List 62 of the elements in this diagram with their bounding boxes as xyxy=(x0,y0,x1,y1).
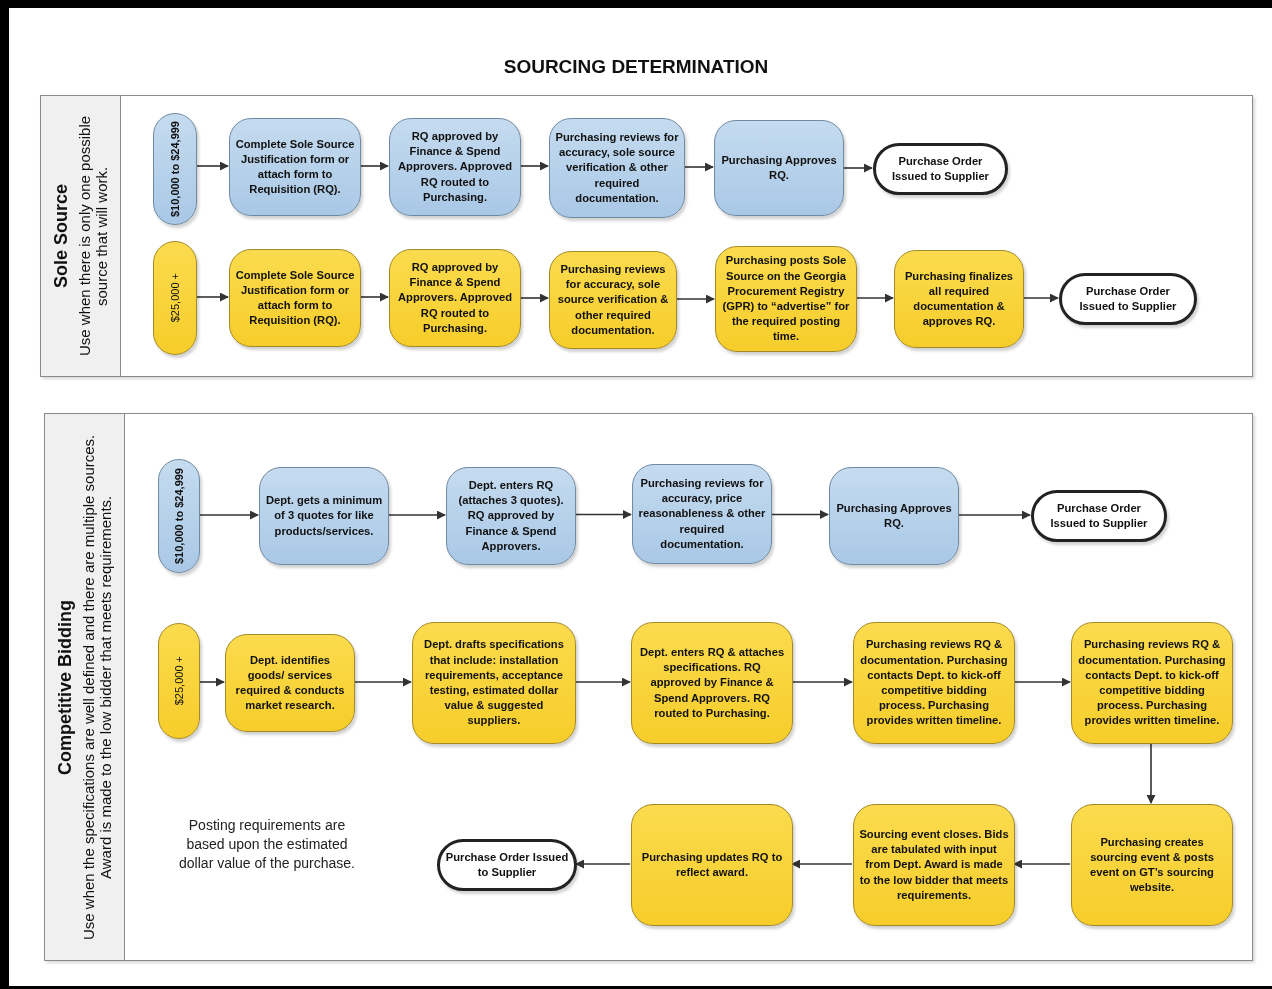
arrow xyxy=(195,292,229,302)
lane-title: Sole Source xyxy=(50,183,72,288)
range-pill: $25,000 + xyxy=(158,623,200,739)
arrow xyxy=(675,294,715,304)
arrow xyxy=(791,677,853,687)
arrow xyxy=(855,293,894,303)
arrow xyxy=(198,677,225,687)
lane-description: Use when there is only one possible source that will work. xyxy=(75,114,111,359)
process-box: Purchasing reviews for accuracy, price reasonableness & other required documentation. xyxy=(632,464,772,564)
arrow xyxy=(575,859,631,869)
terminator-box: Purchase Order Issued to Supplier xyxy=(873,143,1008,195)
arrow xyxy=(574,677,631,687)
process-box: Dept. enters RQ & attaches specifications. RQ approved by Finance & Spend Approvers. RQ routed to Purchasing. xyxy=(631,622,793,744)
arrow xyxy=(519,293,549,303)
process-box: Purchasing Approves RQ. xyxy=(829,467,959,565)
process-box: RQ approved by Finance & Spend Approvers. Approved RQ routed to Purchasing. xyxy=(389,249,521,347)
arrow xyxy=(387,510,446,520)
range-pill: $25,000 + xyxy=(153,241,197,355)
arrow xyxy=(842,163,873,173)
terminator-box: Purchase Order Issued to Supplier xyxy=(1031,490,1167,542)
diagram-title: SOURCING DETERMINATION xyxy=(503,56,769,78)
arrow xyxy=(198,510,259,520)
swimlane-panel xyxy=(44,413,1253,961)
process-box: Dept. gets a minimum of 3 quotes for like products/services. xyxy=(259,467,389,565)
process-box: Complete Sole Source Justification form or attach form to Requisition (RQ). xyxy=(229,118,361,216)
arrow xyxy=(519,161,549,171)
process-box: Purchasing creates sourcing event & posts event on GT’s sourcing website. xyxy=(1071,804,1233,926)
lane-title: Competitive Bidding xyxy=(54,599,76,775)
process-box: Complete Sole Source Justification form or attach form to Requisition (RQ). xyxy=(229,249,361,347)
process-box: RQ approved by Finance & Spend Approvers. Approved RQ routed to Purchasing. xyxy=(389,118,521,216)
process-box: Purchasing finalizes all required documentation & approves RQ. xyxy=(894,250,1024,348)
arrow xyxy=(791,859,853,869)
arrow xyxy=(353,677,412,687)
arrow xyxy=(195,161,229,171)
process-box: Dept. enters RQ (attaches 3 quotes). RQ approved by Finance & Spend Approvers. xyxy=(446,467,576,565)
lane-description: Use when the specifications are well defined and there are multiple sources. Award is made to the low bidder that meets requirements. xyxy=(79,433,115,942)
terminator-box: Purchase Order Issued to Supplier xyxy=(437,839,577,891)
range-pill: $10,000 to $24,999 xyxy=(153,113,197,225)
swimlane-panel xyxy=(40,95,1253,377)
arrow xyxy=(957,510,1031,520)
process-box: Purchasing reviews for accuracy, sole source verification & other required documentation. xyxy=(549,251,677,349)
arrow xyxy=(770,510,829,519)
arrow xyxy=(359,292,389,302)
arrow xyxy=(1013,677,1071,687)
process-box: Purchasing updates RQ to reflect award. xyxy=(631,804,793,926)
terminator-box: Purchase Order Issued to Supplier xyxy=(1059,273,1197,325)
process-box: Purchasing reviews RQ & documentation. Purchasing contacts Dept. to kick-off competitive bidding process. Purchasing provides written timeline. xyxy=(853,622,1015,744)
arrow xyxy=(359,161,389,171)
arrow xyxy=(683,162,714,172)
process-box: Sourcing event closes. Bids are tabulated with input from Dept. Award is made to the low bidder that meets requirements. xyxy=(853,804,1015,926)
process-box: Purchasing posts Sole Source on the Georgia Procurement Registry (GPR) to “advertise” for the required posting time. xyxy=(715,246,857,352)
process-box: Dept. identifies goods/ services required & conducts market research. xyxy=(225,634,355,732)
arrow xyxy=(574,510,632,519)
process-box: Purchasing Approves RQ. xyxy=(714,120,844,216)
arrow xyxy=(1013,859,1071,869)
arrow xyxy=(1022,293,1059,303)
arrow xyxy=(1146,742,1156,804)
range-pill: $10,000 to $24,999 xyxy=(158,459,200,573)
process-box: Dept. drafts specifications that include: installation requirements, acceptance testing, estimated dollar value & suggested suppliers. xyxy=(412,622,576,744)
process-box: Purchasing reviews for accuracy, sole source verification & other required documentation. xyxy=(549,118,685,218)
process-box: Purchasing reviews RQ & documentation. Purchasing contacts Dept. to kick-off competitive bidding process. Purchasing provides written timeline. xyxy=(1071,622,1233,744)
note-text: Posting requirements are based upon the estimated dollar value of the purchase. xyxy=(178,816,356,874)
